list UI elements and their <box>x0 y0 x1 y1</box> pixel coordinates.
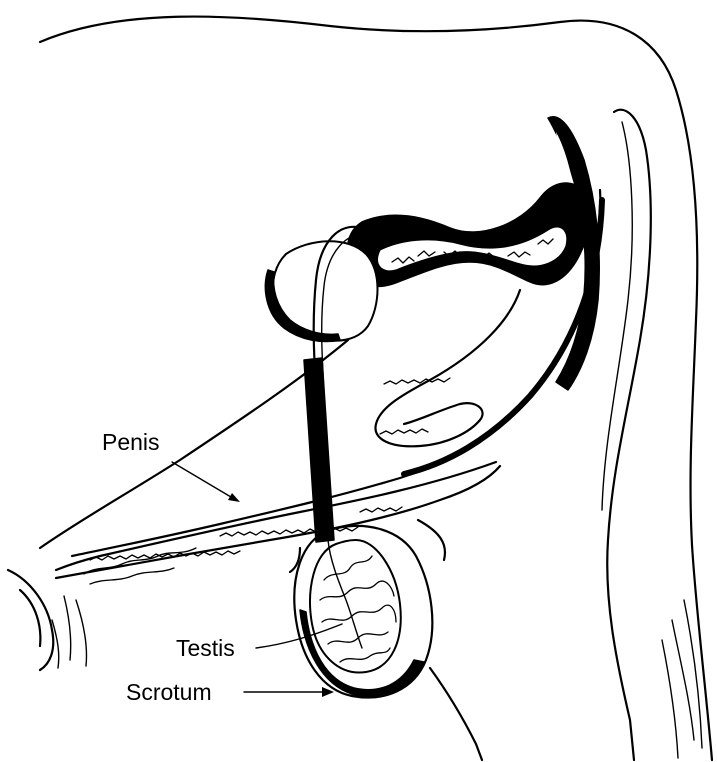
rectum-outline <box>607 110 651 760</box>
penis-leader-arrow <box>228 493 240 502</box>
testis-label: Testis <box>176 635 235 661</box>
prostate-loop-scribble <box>380 378 450 434</box>
rectum-inner-outline <box>602 122 632 510</box>
leg-contour-right <box>662 600 702 758</box>
pubic-bone <box>8 570 53 670</box>
penis-label: Penis <box>102 429 160 455</box>
penis-leader-line <box>172 462 236 500</box>
urethra-lower <box>56 462 496 570</box>
spermatic-cord <box>304 358 334 542</box>
left-leg-lines <box>52 596 87 668</box>
testis-body <box>310 540 401 673</box>
penis-upper-outline <box>40 340 348 548</box>
scrotum-label: Scrotum <box>126 679 212 705</box>
